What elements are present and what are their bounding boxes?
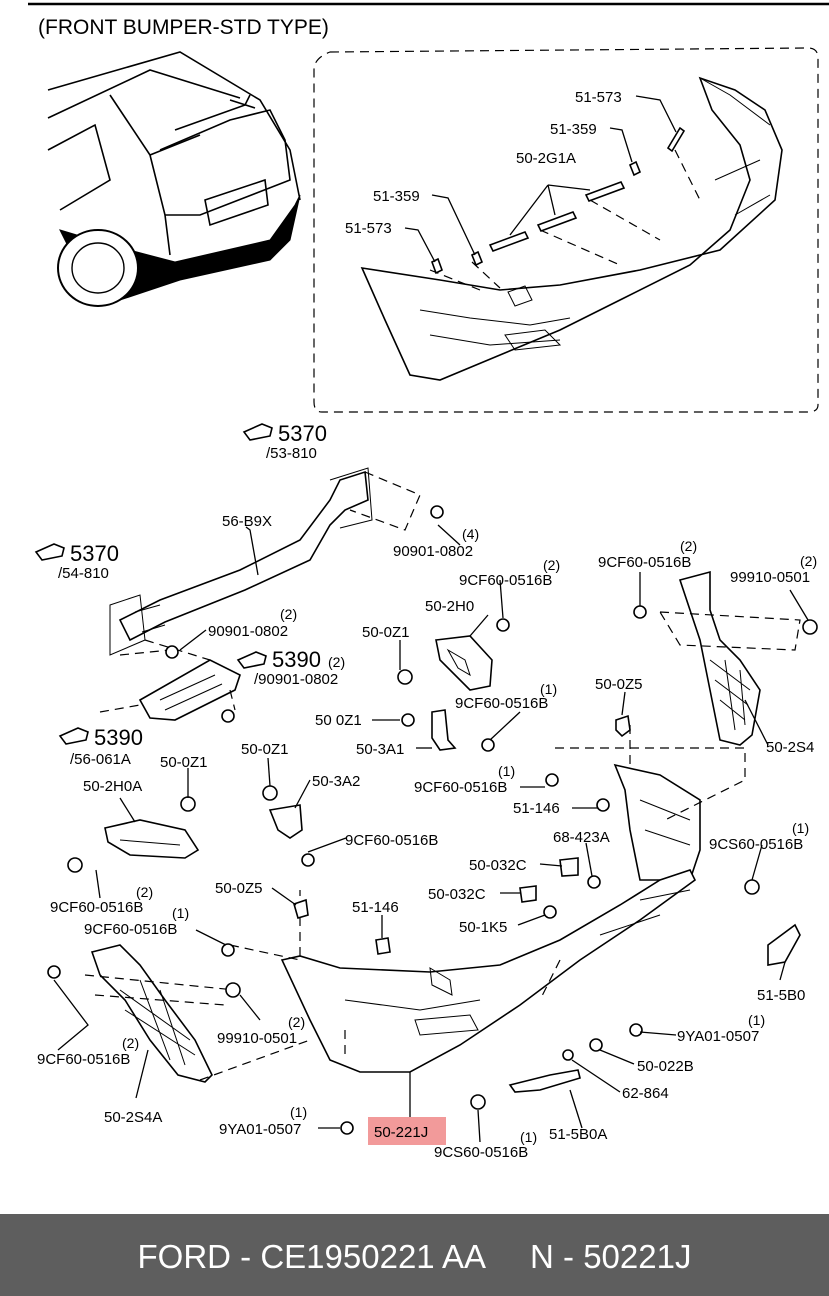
- label-9ya01-0507-b: 9YA01-0507: [219, 1121, 301, 1138]
- label-50-2h0: 50-2H0: [425, 598, 474, 615]
- footer-part-number-text: FORD - CE1950221 AA N - 50221J: [137, 1238, 692, 1275]
- ref-callout-5390-a: 5390: [236, 647, 321, 672]
- label-50-0z5-a: 50-0Z5: [595, 676, 643, 693]
- label-62-864: 62-864: [622, 1085, 669, 1102]
- bumper-side-right: [613, 763, 701, 881]
- qty-51-5b0a: (1): [520, 1129, 537, 1145]
- label-9cf60-0516b-a: 9CF60-0516B: [459, 572, 552, 589]
- inset-frame: [313, 47, 819, 413]
- label-9cs60-0516b-b: 9CS60-0516B: [434, 1144, 528, 1161]
- bracket-50-3a1: [431, 709, 457, 751]
- qty-90901-0802-a: (4): [462, 526, 479, 542]
- label-99910-0501-b: 99910-0501: [217, 1030, 297, 1047]
- label-50-221j: 50-221J: [374, 1124, 428, 1141]
- bracket-5390: [138, 659, 241, 721]
- qty-9cf60-0516b-b: (2): [680, 538, 697, 554]
- ref-number: 5390: [94, 725, 143, 750]
- highlight-box: [368, 1117, 446, 1145]
- label-50-032c-b: 50-032C: [428, 886, 486, 903]
- qty-5390: (2): [328, 654, 345, 670]
- retainer-50-2h0: [435, 635, 493, 691]
- label-9cs60-0516b-a: 9CS60-0516B: [709, 836, 803, 853]
- qty-9cs60-0516b-a: (1): [792, 820, 809, 836]
- label-9cf60-0516b-h: 9CF60-0516B: [37, 1051, 130, 1068]
- label-50-022b: 50-022B: [637, 1058, 694, 1075]
- qty-9cf60-0516b-c: (1): [540, 681, 557, 697]
- ref-number: 5390: [272, 647, 321, 672]
- leader-lines: [53, 524, 809, 1143]
- label-50-0z1-d: 50-0Z1: [160, 754, 208, 771]
- retainer-50-2h0a: [104, 819, 200, 859]
- label-50-0z1-a: 50-0Z1: [362, 624, 410, 641]
- cover-51-5b0: [767, 923, 801, 966]
- reinforcement-bar-56-b9x: [109, 467, 373, 656]
- label-9cf60-0516b-c: 9CF60-0516B: [455, 695, 548, 712]
- fasteners: [47, 505, 818, 1135]
- qty-9cf60-0516b-h: (2): [122, 1035, 139, 1051]
- front-bumper-cover-50-221j: [280, 869, 697, 1073]
- qty-9cf60-0516b-a: (2): [543, 557, 560, 573]
- qty-9ya01-0507-b: (1): [290, 1104, 307, 1120]
- label-51-359-top: 51-359: [550, 121, 597, 138]
- label-50-2s4a: 50-2S4A: [104, 1109, 162, 1126]
- label-50-0z5-b: 50-0Z5: [215, 880, 263, 897]
- label-51-573-top: 51-573: [575, 89, 622, 106]
- label-9cf60-0516b-e: 9CF60-0516B: [345, 832, 438, 849]
- qty-90901-0802-b: (2): [280, 606, 297, 622]
- label-50-3a2: 50-3A2: [312, 773, 360, 790]
- qty-9ya01-0507-a: (1): [748, 1012, 765, 1028]
- ref-sub: /54-810: [58, 565, 109, 582]
- tape-strips-50-2g1a: [431, 126, 686, 275]
- label-50-0z1-c: 50-0Z1: [241, 741, 289, 758]
- qty-9cf60-0516b-g: (1): [172, 905, 189, 921]
- label-51-359-left: 51-359: [373, 188, 420, 205]
- ref-callout-5390-b: 5390 /56-061A: [58, 725, 143, 768]
- label-56-b9x: 56-B9X: [222, 513, 272, 530]
- label-50-1k5: 50-1K5: [459, 919, 507, 936]
- label-51-146-b: 51-146: [352, 899, 399, 916]
- label-9cf60-0516b-b: 9CF60-0516B: [598, 554, 691, 571]
- car-overview-illustration: [47, 51, 301, 307]
- label-9cf60-0516b-f: 9CF60-0516B: [50, 899, 143, 916]
- label-90901-0802-a: 90901-0802: [393, 543, 473, 560]
- ref-callout-5370-b: 5370 /54-810: [34, 541, 119, 582]
- label-9cf60-0516b-g: 9CF60-0516B: [84, 921, 177, 938]
- ref-sub: /56-061A: [70, 751, 131, 768]
- label-50-3a1: 50-3A1: [356, 741, 404, 758]
- ref-sub: /53-810: [266, 445, 317, 462]
- bracket-50-3a2: [268, 804, 303, 839]
- qty-9cf60-0516b-f: (2): [136, 884, 153, 900]
- qty-99910-0501-a: (2): [800, 553, 817, 569]
- label-9ya01-0507-a: 9YA01-0507: [677, 1028, 759, 1045]
- label-51-573-left: 51-573: [345, 220, 392, 237]
- cover-51-5b0a: [508, 1069, 581, 1093]
- label-50-2h0a: 50-2H0A: [83, 778, 142, 795]
- diagram-title: (FRONT BUMPER-STD TYPE): [38, 16, 329, 39]
- qty-99910-0501-b: (2): [288, 1014, 305, 1030]
- label-50-0z1-b: 50 0Z1: [315, 712, 362, 729]
- label-50-032c-a: 50-032C: [469, 857, 527, 874]
- part-labels: 51-573 51-359 50-2G1A 51-359 51-573 56-B…: [37, 89, 817, 1161]
- label-50-2g1a: 50-2G1A: [516, 150, 576, 167]
- label-99910-0501-a: 99910-0501: [730, 569, 810, 586]
- label-90901-0802-c: /90901-0802: [254, 671, 338, 688]
- qty-9cf60-0516b-d: (1): [498, 763, 515, 779]
- splash-shield-50-2s4: [678, 570, 761, 746]
- label-50-2s4: 50-2S4: [766, 739, 814, 756]
- label-51-5b0a: 51-5B0A: [549, 1126, 607, 1143]
- ref-number: 5370: [278, 421, 327, 446]
- ref-number: 5370: [70, 541, 119, 566]
- ref-callout-5370-a: 5370 /53-810: [242, 421, 327, 462]
- label-68-423a: 68-423A: [553, 829, 610, 846]
- label-9cf60-0516b-d: 9CF60-0516B: [414, 779, 507, 796]
- label-90901-0802-b: 90901-0802: [208, 623, 288, 640]
- part-number-footer: FORD - CE1950221 AA N - 50221J: [0, 1214, 829, 1296]
- label-51-5b0: 51-5B0: [757, 987, 805, 1004]
- upper-bumper-cover: [360, 76, 783, 381]
- label-51-146-a: 51-146: [513, 800, 560, 817]
